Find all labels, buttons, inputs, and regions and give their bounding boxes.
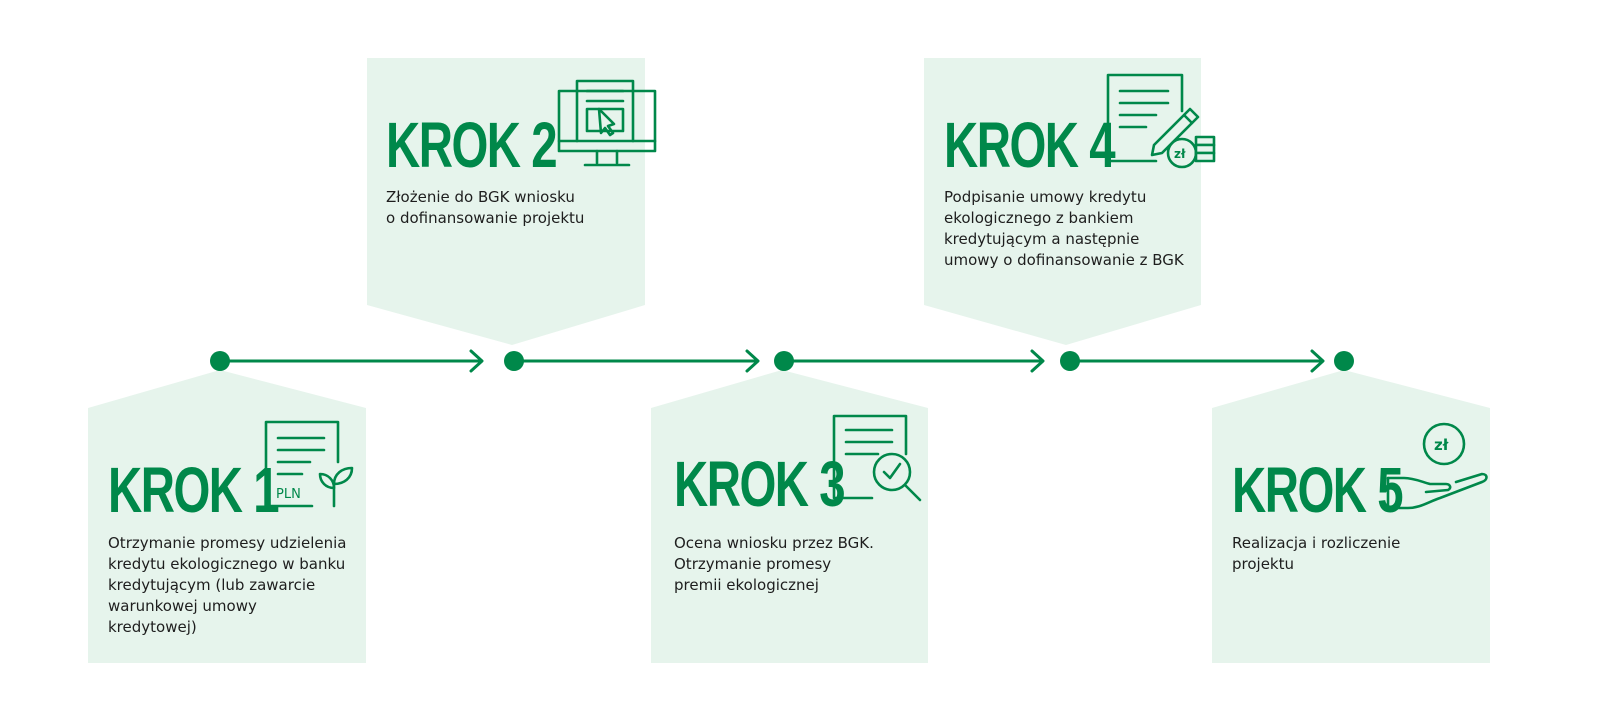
timeline-arrowhead-2 <box>745 349 760 373</box>
zloty-coin-label: zł <box>1434 436 1449 454</box>
step-5-panel <box>1212 370 1490 663</box>
hand-coin-icon: zł <box>1386 422 1488 510</box>
step-4-line: umowy o dofinansowanie z BGK <box>944 251 1184 269</box>
step-1-description: Otrzymanie promesy udzielenia kredytu ek… <box>108 533 346 638</box>
step-4-description: Podpisanie umowy kredytu ekologicznego z… <box>944 187 1184 271</box>
step-1-line: warunkowej umowy <box>108 597 257 615</box>
document-magnifier-check-icon <box>832 414 922 502</box>
step-4-title: KROK 4 <box>944 109 1116 181</box>
step-1-line: kredytującym (lub zawarcie <box>108 576 316 594</box>
step-1-panel <box>88 370 366 663</box>
step-5-line: Realizacja i rozliczenie <box>1232 534 1401 552</box>
step-3-line: premii ekologicznej <box>674 576 819 594</box>
step-3-line: Ocena wniosku przez BGK. <box>674 534 874 552</box>
step-2-title: KROK 2 <box>386 109 558 181</box>
timeline-arrowhead-4 <box>1310 349 1325 373</box>
timeline-dot-4 <box>1060 351 1080 371</box>
step-5-line: projektu <box>1232 555 1295 573</box>
document-pen-coins-icon: zł <box>1106 73 1216 169</box>
pln-label: PLN <box>276 487 301 502</box>
step-4-line: ekologicznego z bankiem <box>944 209 1134 227</box>
timeline-dot-3 <box>774 351 794 371</box>
step-1-line: kredytu ekologicznego w banku <box>108 555 346 573</box>
zloty-label: zł <box>1174 147 1186 161</box>
step-1-line: kredytowej) <box>108 618 197 636</box>
step-4-line: kredytującym a następnie <box>944 230 1140 248</box>
step-2-line: o dofinansowanie projektu <box>386 209 585 227</box>
step-1-line: Otrzymanie promesy udzielenia <box>108 534 347 552</box>
step-3-description: Ocena wniosku przez BGK. Otrzymanie prom… <box>674 533 874 596</box>
timeline-arrowhead-3 <box>1030 349 1045 373</box>
step-3-line: Otrzymanie promesy <box>674 555 832 573</box>
timeline-dot-2 <box>504 351 524 371</box>
step-5-title: KROK 5 <box>1232 454 1404 526</box>
timeline-arrowhead-1 <box>469 349 484 373</box>
step-2-line: Złożenie do BGK wniosku <box>386 188 575 206</box>
timeline-dot-1 <box>210 351 230 371</box>
step-3-title: KROK 3 <box>674 448 846 520</box>
step-2-description: Złożenie do BGK wniosku o dofinansowanie… <box>386 187 584 229</box>
step-1-title: KROK 1 <box>108 454 280 526</box>
step-2-panel <box>367 58 645 345</box>
step-4-line: Podpisanie umowy kredytu <box>944 188 1147 206</box>
step-5-description: Realizacja i rozliczenie projektu <box>1232 533 1400 575</box>
timeline-dot-5 <box>1334 351 1354 371</box>
monitor-cursor-icon <box>557 79 657 167</box>
document-pln-sprout-icon: PLN <box>264 420 354 508</box>
step-4-panel <box>924 58 1201 345</box>
